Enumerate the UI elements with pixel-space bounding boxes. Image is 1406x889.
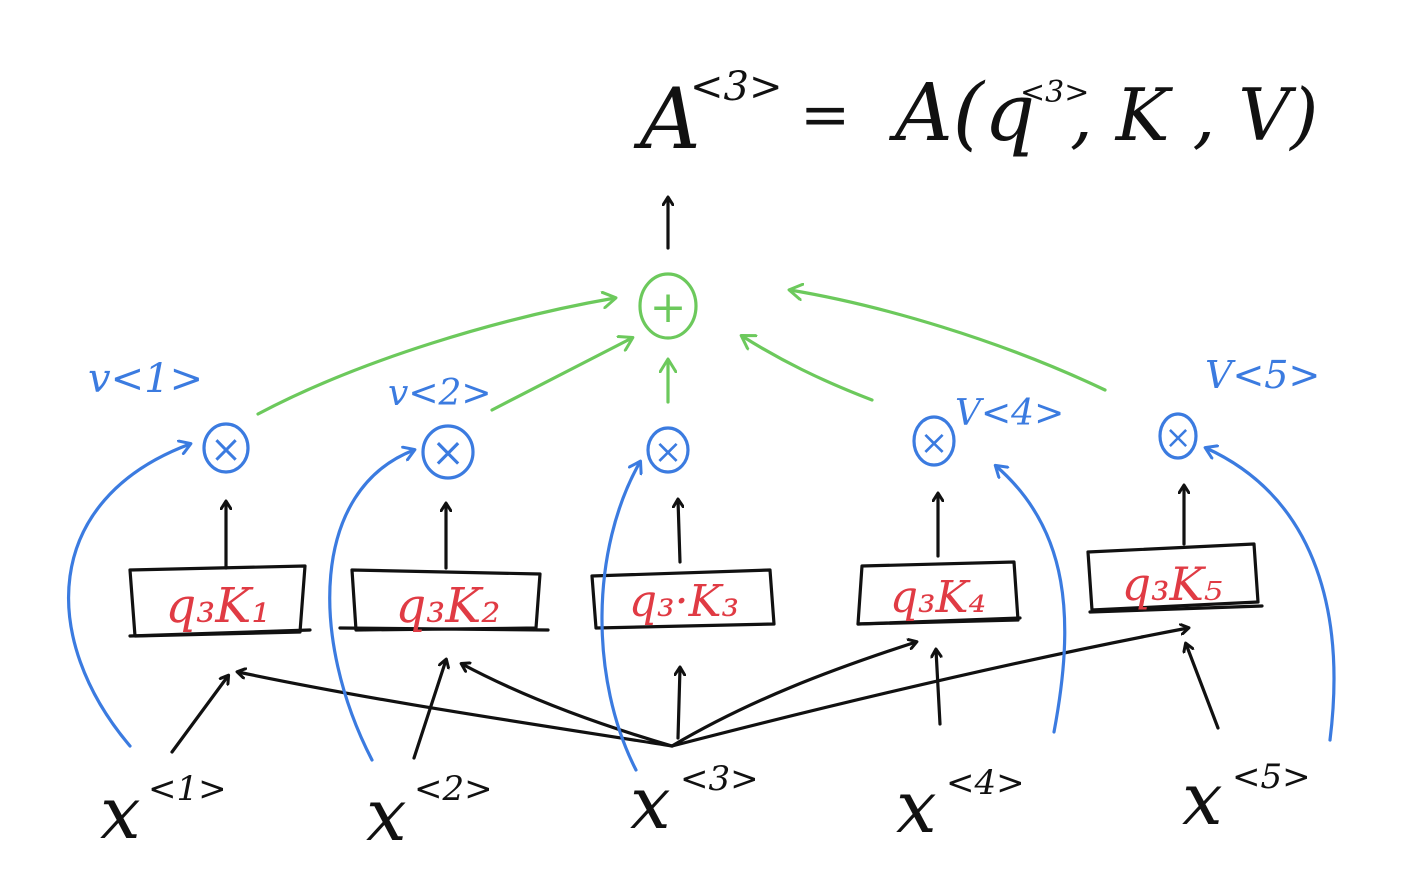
value-labels: v<1> v<2> V<4> V<5> [88, 353, 1320, 434]
score-label-5: q₃K₅ [1122, 557, 1223, 611]
multiply-symbol-5: × [1165, 418, 1192, 456]
multiply-symbol-2: × [431, 430, 465, 476]
multiply-node-1: × [202, 422, 250, 474]
input-sup-5: <5> [1232, 757, 1311, 797]
value-label-2: v<2> [388, 373, 492, 414]
multiply-node-2: × [421, 424, 475, 480]
input-x-1: x [100, 771, 141, 855]
multiply-node-3: × [646, 426, 690, 474]
input-token-5: x <5> [1182, 757, 1311, 841]
score-box-3: q₃·K₃ [590, 568, 776, 630]
input-x-3: x [630, 761, 671, 845]
green-arrow-4 [742, 336, 874, 402]
score-label-4: q₃K₄ [890, 572, 986, 623]
score-label-1: q₃K₁ [165, 578, 270, 634]
equation-lhs-superscript: <3> [690, 64, 782, 110]
multiply-node-5: × [1158, 412, 1198, 460]
multiply-symbol-3: × [654, 432, 683, 472]
input-sup-2: <2> [414, 769, 493, 809]
multiply-node-4: × [912, 415, 956, 467]
sum-circle [638, 272, 698, 340]
equation-rhs-superscript: <3> [1020, 75, 1089, 110]
multiply-symbol-1: × [210, 427, 242, 471]
input-sup-1: <1> [148, 769, 227, 809]
multiply-symbol-4: × [920, 423, 949, 463]
score-box-2: q₃K₂ [338, 568, 550, 634]
value-label-5: V<5> [1205, 353, 1320, 397]
score-label-2: q₃K₂ [395, 578, 500, 634]
input-to-score-arrows [170, 628, 1220, 760]
input-x-4: x [896, 765, 937, 849]
value-arrows [67, 444, 1336, 772]
input-x-5: x [1182, 757, 1223, 841]
attention-equation: A <3> = A(q <3> , K , V) [633, 64, 1318, 168]
score-box-5: q₃K₅ [1086, 542, 1264, 614]
input-sup-3: <3> [680, 759, 759, 799]
input-sup-4: <4> [946, 763, 1025, 803]
green-arrow-5 [790, 290, 1107, 392]
sum-symbol: + [650, 282, 687, 333]
sum-node: + [638, 272, 698, 340]
input-x-2: x [366, 773, 407, 857]
input-token-3: x <3> [630, 759, 759, 845]
equation-lhs: A [633, 70, 701, 168]
score-box-1: q₃K₁ [128, 564, 312, 638]
green-arrow-2 [490, 338, 632, 412]
value-label-1: v<1> [88, 356, 203, 402]
value-label-4: V<4> [955, 393, 1064, 434]
input-token-4: x <4> [896, 763, 1025, 849]
equation-rhs-rest: , K , V) [1070, 73, 1318, 157]
equation-rhs: A(q [888, 66, 1035, 159]
input-token-2: x <2> [366, 769, 493, 857]
input-token-1: x <1> [100, 769, 227, 855]
score-boxes: q₃K₁ q₃K₂ q₃·K₃ q₃K₄ q₃K₅ [128, 542, 1264, 638]
green-arrow-1 [256, 298, 615, 416]
score-to-multiply-arrows [226, 486, 1184, 570]
input-tokens: x <1> x <2> x <3> x <4> x <5> [100, 757, 1311, 857]
score-box-4: q₃K₄ [856, 560, 1022, 626]
equation-equals: = [800, 80, 850, 150]
score-label-3: q₃·K₃ [629, 576, 739, 627]
green-sum-arrows [256, 290, 1107, 416]
multiply-nodes: × × × × × [202, 412, 1198, 480]
